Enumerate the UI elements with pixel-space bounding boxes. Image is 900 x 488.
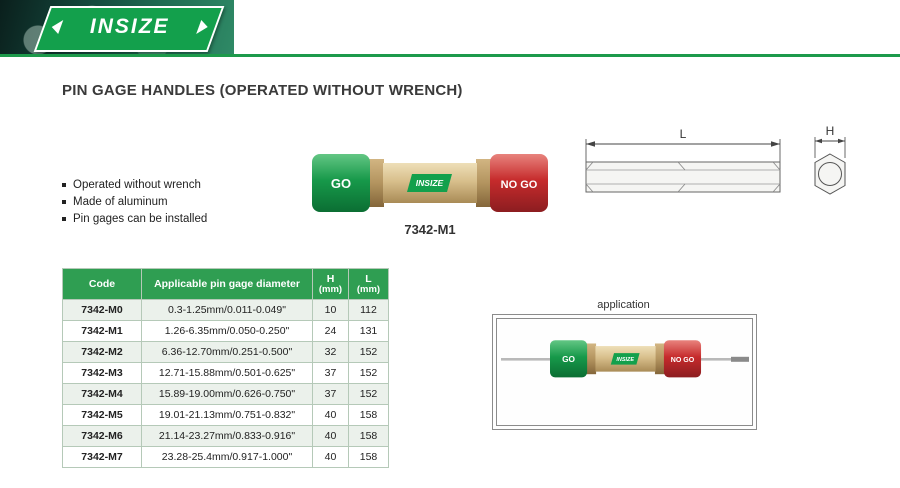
col-header-h: H (mm) [312, 268, 349, 300]
cell-diameter: 1.26-6.35mm/0.050-0.250" [141, 320, 313, 342]
cell-h: 40 [312, 425, 349, 447]
application-go-label: GO [562, 354, 575, 364]
go-cap [312, 154, 370, 212]
hex-end-view [814, 153, 846, 195]
feature-text: Operated without wrench [73, 179, 201, 191]
go-label: GO [331, 176, 351, 191]
table-row: 7342-M5 19.01-21.13mm/0.751-0.832" 40 15… [62, 404, 389, 426]
logo-text: INSIZE [89, 15, 170, 38]
hex-drawing-svg: H [814, 124, 846, 195]
feature-text: Made of aluminum [73, 196, 168, 208]
col-header-diameter: Applicable pin gage diameter [141, 268, 313, 300]
cell-h: 37 [312, 362, 349, 384]
spec-table: Code Applicable pin gage diameter H (mm)… [62, 268, 389, 468]
cell-diameter: 15.89-19.00mm/0.626-0.750" [141, 383, 313, 405]
cell-diameter: 12.71-15.88mm/0.501-0.625" [141, 362, 313, 384]
col-header-h-symbol: H [326, 272, 335, 285]
hex-bore-circle [818, 162, 842, 186]
length-dimension-drawing: L [578, 126, 788, 209]
feature-item: Made of aluminum [62, 196, 207, 209]
cell-h: 10 [312, 299, 349, 321]
product-image: INSIZE GO NO GO [312, 152, 548, 219]
col-header-h-unit: (mm) [318, 283, 343, 295]
cell-l: 158 [348, 446, 389, 468]
cell-code: 7342-M2 [62, 341, 142, 363]
nogo-cap [490, 154, 548, 212]
cell-code: 7342-M5 [62, 404, 142, 426]
bullet-icon [62, 183, 66, 187]
handle-logo-plate [407, 174, 452, 192]
table-row: 7342-M0 0.3-1.25mm/0.011-0.049" 10 112 [62, 299, 389, 321]
col-header-l-symbol: L [365, 272, 372, 285]
cell-h: 24 [312, 320, 349, 342]
cell-code: 7342-M3 [62, 362, 142, 384]
application-caption: application [597, 299, 650, 311]
cell-code: 7342-M1 [62, 320, 142, 342]
table-row: 7342-M7 23.28-25.4mm/0.917-1.000" 40 158 [62, 446, 389, 468]
feature-text: Pin gages can be installed [73, 213, 208, 225]
cell-diameter: 23.28-25.4mm/0.917-1.000" [141, 446, 313, 468]
bullet-icon [62, 217, 66, 221]
cell-l: 158 [348, 425, 389, 447]
application-frame-inner: INSIZE GO NO GO [496, 318, 753, 426]
feature-item: Pin gages can be installed [62, 213, 207, 226]
cell-code: 7342-M7 [62, 446, 142, 468]
col-header-code: Code [62, 268, 142, 300]
handle-collar-right [476, 159, 491, 207]
cell-l: 158 [348, 404, 389, 426]
pin-gage-tip [730, 356, 749, 362]
height-dimension-drawing: H [795, 124, 865, 217]
feature-item: Operated without wrench [62, 179, 207, 192]
table-row: 7342-M6 21.14-23.27mm/0.833-0.916" 40 15… [62, 425, 389, 447]
table-row: 7342-M3 12.71-15.88mm/0.501-0.625" 37 15… [62, 362, 389, 384]
cell-l: 152 [348, 362, 389, 384]
handle-collar-left [369, 159, 384, 207]
rod-outline [585, 161, 781, 193]
application-nogo-label: NO GO [670, 357, 694, 364]
table-header-row: Code Applicable pin gage diameter H (mm)… [62, 268, 389, 300]
rod-drawing-svg: L [585, 127, 781, 193]
banner-divider [0, 54, 900, 57]
length-dimension-label: L [680, 127, 687, 141]
cell-h: 37 [312, 383, 349, 405]
cell-h: 40 [312, 446, 349, 468]
application-frame: INSIZE GO NO GO [492, 314, 757, 430]
application-handle: INSIZE GO NO GO [549, 340, 701, 378]
cell-l: 152 [348, 341, 389, 363]
table-row: 7342-M4 15.89-19.00mm/0.626-0.750" 37 15… [62, 383, 389, 405]
height-dimension-label: H [826, 124, 835, 138]
col-header-l-unit: (mm) [356, 283, 381, 295]
pin-gage-handle-illustration: INSIZE GO NO GO [312, 154, 548, 212]
cell-l: 131 [348, 320, 389, 342]
table-row: 7342-M1 1.26-6.35mm/0.050-0.250" 24 131 [62, 320, 389, 342]
nogo-label: NO GO [501, 179, 538, 191]
cell-diameter: 6.36-12.70mm/0.251-0.500" [141, 341, 313, 363]
handle-logo-text: INSIZE [416, 178, 444, 188]
col-header-l: L (mm) [348, 268, 389, 300]
cell-l: 152 [348, 383, 389, 405]
cell-h: 40 [312, 404, 349, 426]
cell-l: 112 [348, 299, 389, 321]
feature-list: Operated without wrench Made of aluminum… [62, 179, 207, 230]
application-illustration: INSIZE GO NO GO [500, 340, 749, 378]
table-row: 7342-M2 6.36-12.70mm/0.251-0.500" 32 152 [62, 341, 389, 363]
cell-diameter: 21.14-23.27mm/0.833-0.916" [141, 425, 313, 447]
cell-code: 7342-M0 [62, 299, 142, 321]
cell-h: 32 [312, 341, 349, 363]
cell-code: 7342-M4 [62, 383, 142, 405]
bullet-icon [62, 200, 66, 204]
cell-diameter: 0.3-1.25mm/0.011-0.049" [141, 299, 313, 321]
top-banner: INSIZE [0, 0, 900, 57]
cell-diameter: 19.01-21.13mm/0.751-0.832" [141, 404, 313, 426]
page-title: PIN GAGE HANDLES (OPERATED WITHOUT WRENC… [62, 82, 463, 99]
cell-code: 7342-M6 [62, 425, 142, 447]
application-logo-text: INSIZE [616, 357, 634, 363]
insize-logo: INSIZE [33, 6, 225, 52]
product-model-label: 7342-M1 [404, 222, 456, 237]
